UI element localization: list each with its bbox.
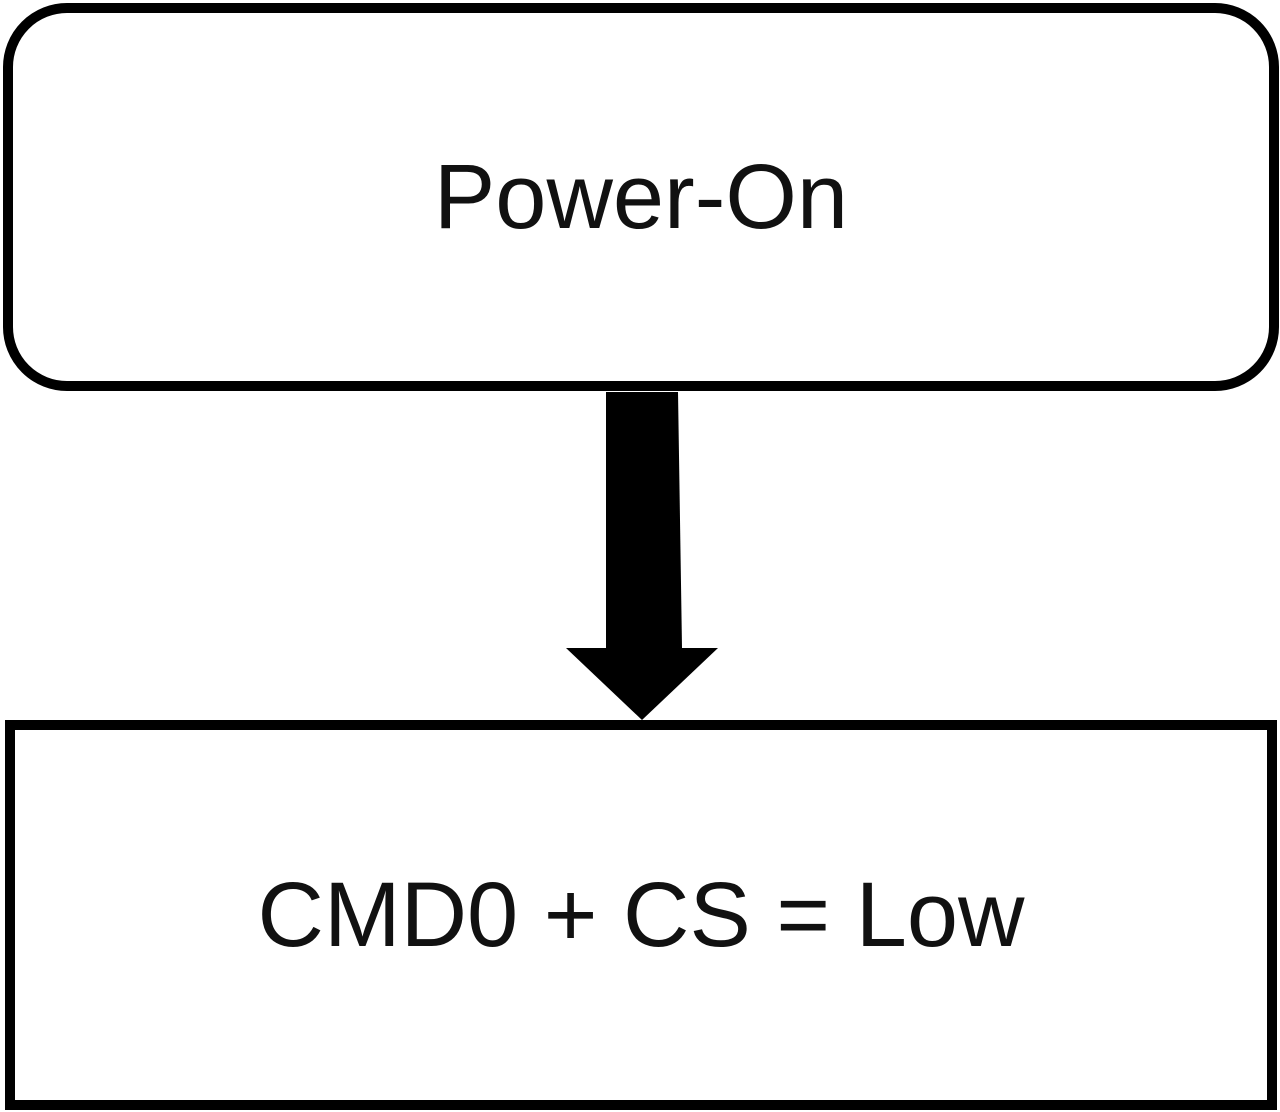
cmd0-node: CMD0 + CS = Low bbox=[5, 720, 1277, 1110]
cmd0-label: CMD0 + CS = Low bbox=[257, 864, 1025, 966]
power-on-node: Power-On bbox=[3, 3, 1279, 391]
flow-arrow-shaft bbox=[606, 392, 682, 648]
power-on-label: Power-On bbox=[433, 146, 849, 248]
flow-arrow-head bbox=[566, 648, 718, 720]
